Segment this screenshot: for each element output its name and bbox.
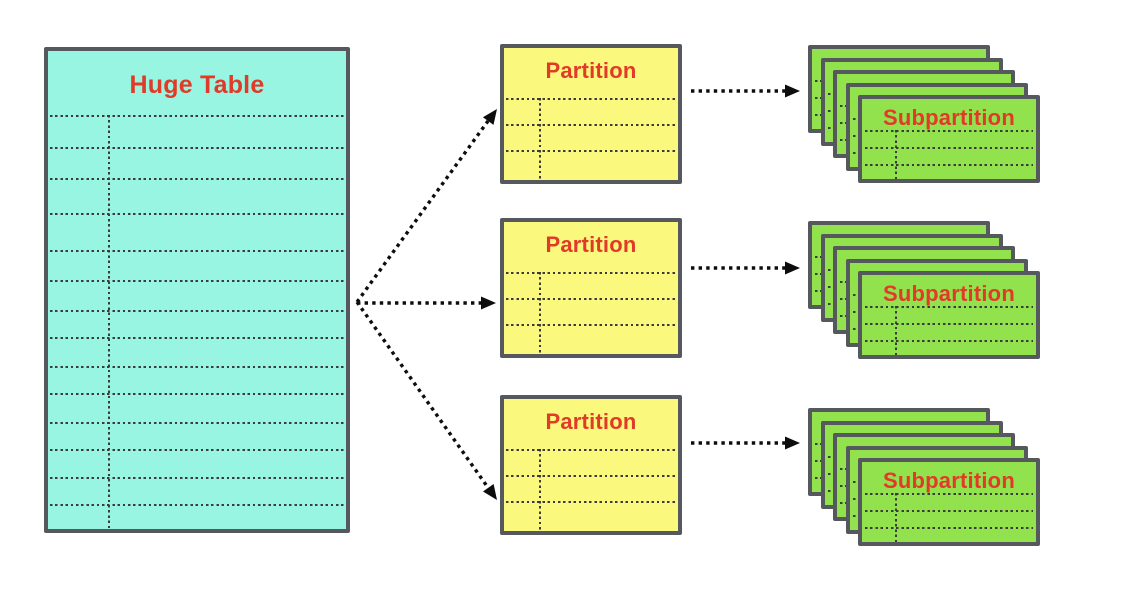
subpartition-row-divider [865, 340, 1033, 342]
subpartition-card-front: Subpartition [858, 458, 1040, 546]
subpartition-stack-1: Subpartition Subpartition Subpartition S… [808, 45, 1040, 183]
subpartition-column-divider [895, 493, 897, 542]
partition-row-divider [506, 449, 676, 451]
partition-row-divider [506, 324, 676, 326]
partition-row-divider [506, 124, 676, 126]
partition-title: Partition [545, 58, 637, 83]
partition-row-divider [506, 272, 676, 274]
table-row-divider [50, 147, 344, 149]
table-row-divider [50, 449, 344, 451]
partition-box-1: Partition [500, 44, 682, 184]
subpartition-column-divider [895, 130, 897, 179]
subpartition-row-divider [865, 510, 1033, 512]
table-row-divider [50, 422, 344, 424]
partition-column-divider [539, 272, 541, 354]
partition-row-divider [506, 501, 676, 503]
table-column-divider [108, 115, 110, 529]
partition-to-subpartition-arrow-3 [691, 436, 800, 450]
subpartition-card-front: Subpartition [858, 271, 1040, 359]
subpartition-row-divider [865, 130, 1033, 132]
table-row-divider [50, 310, 344, 312]
partition-box-2: Partition [500, 218, 682, 358]
huge-table-box: Huge Table [44, 47, 350, 533]
table-row-divider [50, 366, 344, 368]
subpartition-title: Subpartition [883, 105, 1015, 130]
table-row-divider [50, 337, 344, 339]
fan-arrow-top [355, 109, 497, 303]
table-row-divider [50, 213, 344, 215]
table-row-divider [50, 115, 344, 117]
partition-to-subpartition-arrow-1 [691, 84, 800, 98]
table-row-divider [50, 504, 344, 506]
partition-to-subpartition-arrow-2 [691, 261, 800, 275]
partition-box-3: Partition [500, 395, 682, 535]
huge-table-title: Huge Table [129, 71, 265, 99]
table-row-divider [50, 477, 344, 479]
fan-arrow-bottom [355, 301, 497, 500]
subpartition-column-divider [895, 306, 897, 355]
partition-title: Partition [545, 409, 637, 434]
table-row-divider [50, 280, 344, 282]
partition-row-divider [506, 150, 676, 152]
table-row-divider [50, 393, 344, 395]
partition-row-divider [506, 298, 676, 300]
subpartition-row-divider [865, 147, 1033, 149]
subpartition-row-divider [865, 306, 1033, 308]
table-row-divider [50, 250, 344, 252]
fan-arrow-middle [357, 296, 496, 310]
subpartition-row-divider [865, 323, 1033, 325]
subpartition-card-front: Subpartition [858, 95, 1040, 183]
subpartition-stack-3: Subpartition Subpartition Subpartition S… [808, 408, 1040, 546]
subpartition-row-divider [865, 527, 1033, 529]
subpartition-row-divider [865, 164, 1033, 166]
subpartition-title: Subpartition [883, 468, 1015, 493]
partition-column-divider [539, 98, 541, 180]
subpartition-title: Subpartition [883, 281, 1015, 306]
partition-column-divider [539, 449, 541, 531]
partition-row-divider [506, 98, 676, 100]
subpartition-row-divider [865, 493, 1033, 495]
partition-title: Partition [545, 232, 637, 257]
subpartition-stack-2: Subpartition Subpartition Subpartition S… [808, 221, 1040, 359]
partition-row-divider [506, 475, 676, 477]
table-row-divider [50, 178, 344, 180]
